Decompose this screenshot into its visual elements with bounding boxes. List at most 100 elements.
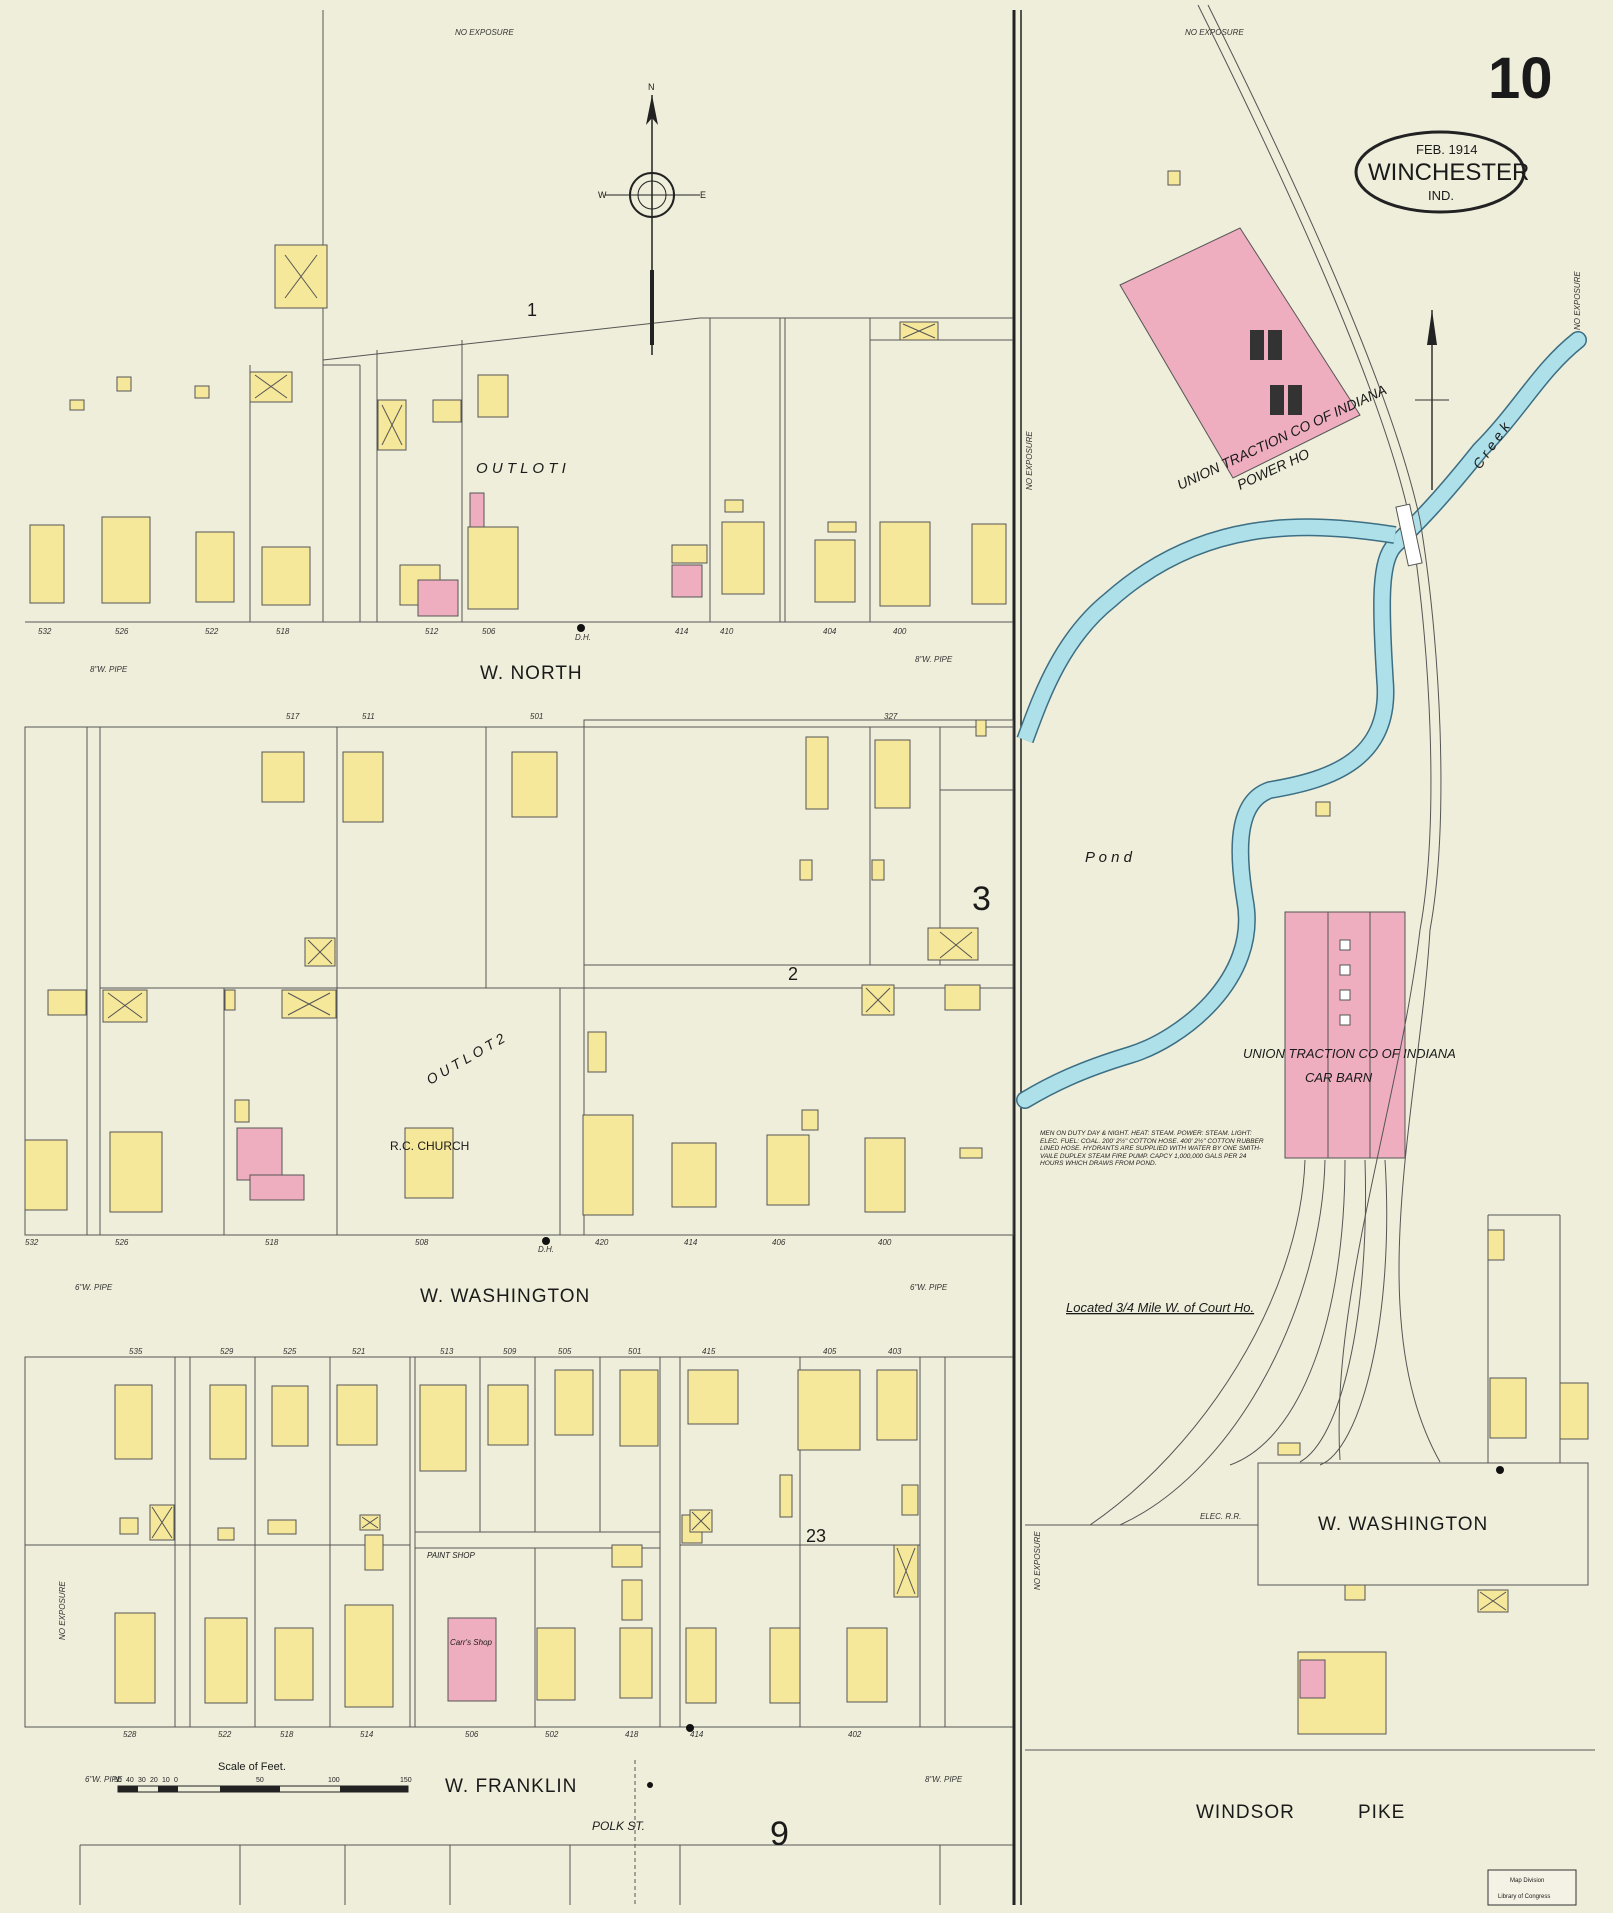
car-barn-label-1: UNION TRACTION CO OF INDIANA [1243,1046,1456,1061]
addr: 521 [352,1347,365,1356]
cartouche-date: FEB. 1914 [1416,142,1477,157]
scale-tick: 50 [256,1777,264,1784]
addr: 513 [440,1347,454,1356]
waterworks-notes-box: MEN ON DUTY DAY & NIGHT. HEAT: STEAM. PO… [1040,1130,1264,1167]
addr: 400 [878,1238,892,1247]
cartouche-city: WINCHESTER [1368,159,1529,186]
addr: 506 [465,1730,479,1739]
sheet-divider [1012,10,1022,1905]
north-arrow-right [1415,310,1449,490]
power-house [1119,170,1361,479]
addresses-w-north-north: 517 511 501 327 [286,712,898,721]
addr: 526 [115,1238,129,1247]
addr: 414 [684,1238,698,1247]
library-stamp-line-1: Map Division [1510,1878,1544,1884]
scale-tick: 0 [174,1777,178,1784]
scale-tick: 150 [400,1777,412,1784]
addr: 505 [558,1347,572,1356]
addr: 514 [360,1730,374,1739]
no-exposure-right-2: NO EXPOSURE [1573,271,1582,330]
block-1: 1 [527,300,537,320]
scale-tick: 100 [328,1777,340,1784]
addr: 402 [848,1730,862,1739]
library-stamp-line-2: Library of Congress [1498,1894,1550,1900]
addr: 414 [675,627,689,636]
no-exposure-mid: NO EXPOSURE [1033,1531,1042,1590]
street-w-franklin: W. FRANKLIN [445,1776,577,1797]
pipe-w-north-right: 8"W. PIPE [915,655,953,664]
no-exposure-top-right: NO EXPOSURE [1185,28,1244,37]
addresses-w-washington-south: 535 529 525 521 513 509 505 501 415 405 … [129,1347,902,1356]
outlot-2-lines [24,719,1014,1236]
rail-track-north-2 [1207,4,1442,931]
addresses-w-franklin-north: 528 522 518 514 506 502 418 414 402 [123,1730,862,1739]
addr: 418 [625,1730,639,1739]
addr: 508 [415,1238,429,1247]
elec-rr-label: ELEC. R.R. [1200,1512,1241,1521]
addr: 406 [772,1238,786,1247]
library-stamp [1487,1869,1577,1906]
addr: 522 [218,1730,232,1739]
addr: 506 [482,627,496,636]
outlot-1-buildings [29,244,1007,617]
southern-buildings [114,1369,919,1708]
block-23: 23 [806,1526,826,1546]
scale-tick: 40 [126,1777,134,1784]
addr: 501 [628,1347,641,1356]
street-w-north: W. NORTH [480,663,583,684]
scale-title: Scale of Feet. [218,1761,286,1773]
compass-rose [605,95,700,355]
addr: 410 [720,627,734,636]
addr: 532 [38,627,52,636]
addr: 518 [280,1730,294,1739]
car-barn [1284,801,1406,1159]
no-exposure-left: NO EXPOSURE [58,1581,67,1640]
street-polk: POLK ST. [592,1819,645,1833]
addr: 535 [129,1347,143,1356]
street-pike: PIKE [1358,1802,1405,1823]
scale-tick: 20 [150,1777,158,1784]
block-9: 9 [770,1815,789,1853]
w-washington-right [1025,1214,1589,1735]
pipe-w-north-left: 8"W. PIPE [90,665,128,674]
scale-ticks: 50 40 30 20 10 0 50 100 150 [114,1777,412,1784]
addr: D.H. [538,1245,554,1254]
block-3: 3 [972,880,991,918]
addresses-w-north-south: 532 526 522 518 512 506 D.H. 414 410 404… [38,627,907,642]
title-cartouche [1354,130,1526,214]
located-note: Located 3/4 Mile W. of Court Ho. [1066,1300,1254,1315]
addresses-w-washington-north: 532 526 518 508 D.H. 420 414 406 400 [25,1238,892,1254]
addr: 327 [884,712,898,721]
addr: 522 [205,627,219,636]
addr: 415 [702,1347,716,1356]
addr: 532 [25,1238,39,1247]
addr: D.H. [575,633,591,642]
addr: 501 [530,712,543,721]
rail-spurs [1089,929,1441,1526]
addr: 511 [362,712,375,721]
rc-church-label: R.C. CHURCH [390,1139,469,1153]
pipe-w-wash-right: 6"W. PIPE [910,1283,948,1292]
addr: 509 [503,1347,517,1356]
outlot-1-lines [249,10,1013,622]
addr: 400 [893,627,907,636]
street-windsor: WINDSOR [1196,1802,1295,1823]
addr: 420 [595,1238,609,1247]
pipe-w-franklin-right: 8"W. PIPE [925,1775,963,1784]
addr: 414 [690,1730,704,1739]
car-barn-label-2: CAR BARN [1305,1070,1373,1085]
addr: 403 [888,1347,902,1356]
outlot-2-buildings [24,719,987,1216]
addr: 517 [286,712,300,721]
addr: 526 [115,627,129,636]
paint-shop-label: PAINT SHOP [427,1551,476,1560]
compass-n: N [648,82,655,92]
scale-tick: 50 [114,1777,122,1784]
scale-tick: 10 [162,1777,170,1784]
sheet-number: 10 [1488,46,1553,111]
pipe-w-franklin-left: 6"W. PIPE [85,1775,123,1784]
pond-label: P o n d [1085,849,1133,866]
cartouche-state: IND. [1428,188,1454,203]
out-lot-1-label: O U T L O T I [476,460,566,477]
